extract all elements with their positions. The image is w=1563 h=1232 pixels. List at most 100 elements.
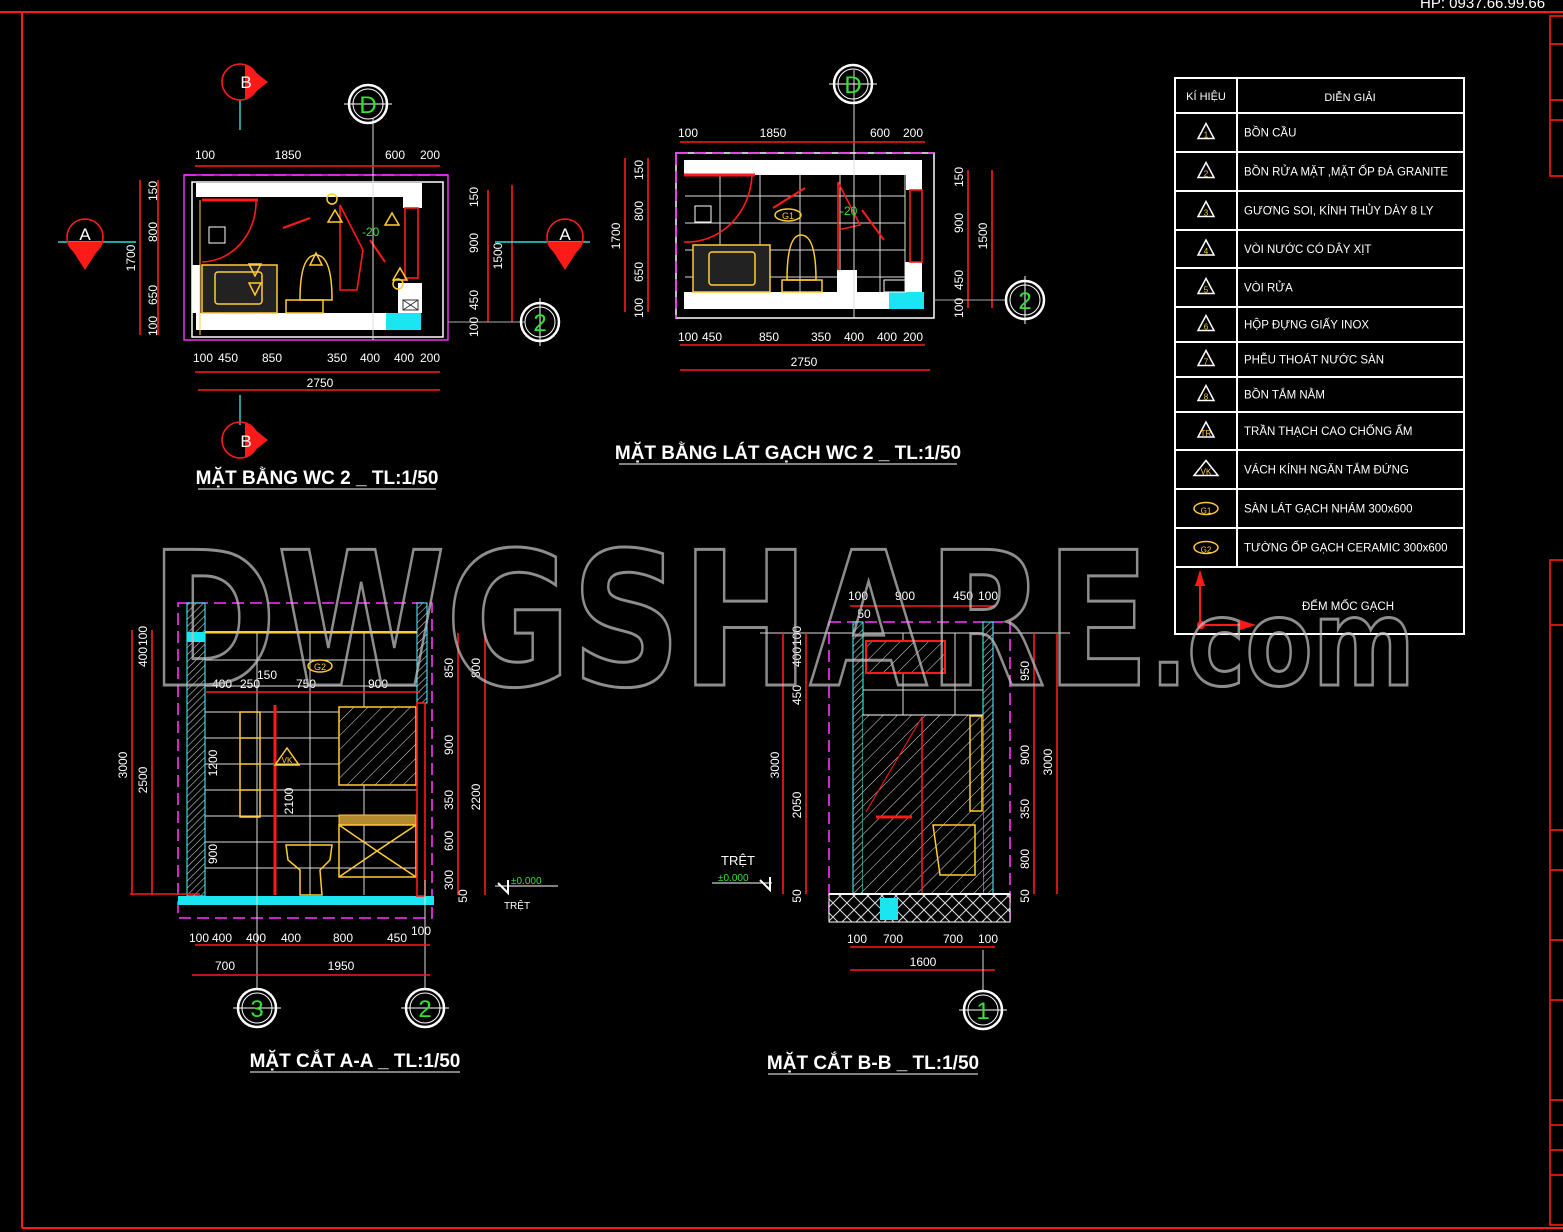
dimension-label: 150 (467, 187, 481, 207)
dimension-label: 450 (953, 589, 973, 603)
legend-description: BỒN CẦU (1244, 127, 1296, 140)
dimension-label: 750 (296, 677, 316, 691)
triangle-symbol-icon (1196, 383, 1216, 402)
tile-symbol-icon (1193, 501, 1219, 516)
dimension-label: 400 (360, 351, 380, 365)
dimension-label: 800 (1018, 849, 1032, 869)
svg-text:TRỆT: TRỆT (504, 899, 530, 912)
dimension-total: 700 (215, 959, 235, 973)
dimension-label: 1200 (206, 749, 220, 776)
legend-origin-label: ĐỂM MỐC GẠCH (1302, 599, 1394, 613)
section-aa-dimensions: 3000 2500 400 100 400 250 150 750 900 12… (116, 626, 486, 976)
svg-text:D: D (844, 72, 861, 99)
dimension-label: 600 (385, 148, 405, 162)
grid-bubble-d: D (344, 83, 392, 125)
tile-symbol-icon (1193, 540, 1219, 555)
legend-symbol-label: 2 (1204, 170, 1209, 179)
dimension-total: 1950 (328, 959, 355, 973)
dimension-label: 400 (212, 677, 232, 691)
dimension-label: 1850 (760, 126, 787, 140)
dimension-label: 400 (790, 647, 804, 667)
tile-plan-title: MẶT BẰNG LÁT GẠCH WC 2 _ TL:1/50 (615, 442, 961, 464)
dimension-label: 850 (759, 330, 779, 344)
dimension-label: 900 (952, 213, 966, 233)
legend-description: TRẦN THẠCH CAO CHỐNG ẨM (1244, 424, 1412, 438)
legend-description: HỘP ĐỰNG GIẤY INOX (1244, 319, 1369, 332)
dimension-label: 650 (632, 262, 646, 282)
dimension-label: 400 (844, 330, 864, 344)
dimension-label: 800 (146, 222, 160, 242)
dimension-label: 50 (857, 607, 871, 621)
triangle-symbol-icon (1196, 420, 1216, 438)
dimension-label: 100 (189, 931, 209, 945)
drawing-frame (0, 11, 1563, 1229)
dimension-label: 900 (467, 233, 481, 253)
svg-text:TRỆT: TRỆT (721, 853, 755, 868)
legend-row: 3 GƯƠNG SOI, KÍNH THỦY DÀY 8 LY (1175, 199, 1464, 231)
section-aa-title: MẶT CẮT A-A _ TL:1/50 (250, 1050, 461, 1072)
legend-description: TƯỜNG ỐP GẠCH CERAMIC 300x600 (1244, 541, 1448, 555)
svg-text:2: 2 (533, 310, 546, 337)
dimension-label: 100 (848, 589, 868, 603)
section-marker-b-bottom: B (221, 395, 268, 459)
dimension-label: 900 (368, 677, 388, 691)
dimension-total: 1700 (609, 222, 623, 249)
dimension-label: 800 (333, 931, 353, 945)
svg-text:2: 2 (1018, 288, 1031, 315)
plan-wc2-dimensions: 100 1850 600 200 100 450 850 350 400 400… (124, 148, 525, 391)
svg-text:±0.000: ±0.000 (511, 876, 542, 887)
phone-number: HP: 0937.66.99.66 (1420, 0, 1545, 12)
svg-text:2: 2 (418, 996, 431, 1023)
dimension-label: 800 (469, 658, 483, 678)
tile-tag: G1 (782, 211, 794, 221)
legend-description: GƯƠNG SOI, KÍNH THỦY DÀY 8 LY (1244, 205, 1434, 218)
triangle-symbol-icon (1192, 459, 1220, 477)
legend-symbol-label: 8 (1204, 393, 1209, 402)
section-bb-title: MẶT CẮT B-B _ TL:1/50 (767, 1052, 979, 1074)
dimension-label: 100 (790, 626, 804, 646)
svg-text:3: 3 (250, 996, 263, 1023)
dimension-label: 950 (1018, 661, 1032, 681)
dimension-label: 450 (218, 351, 238, 365)
toilet-bowl (299, 254, 333, 301)
dimension-label: 50 (456, 889, 470, 903)
dimension-total: 3000 (116, 751, 130, 778)
dimension-label: 400 (212, 931, 232, 945)
dimension-label: 100 (193, 351, 213, 365)
triangle-symbol-icon (1196, 276, 1216, 295)
dimension-label: 850 (262, 351, 282, 365)
legend-symbol-label: 3 (1204, 209, 1209, 218)
legend-symbol-label: 5 (1204, 286, 1209, 295)
glass-partition-tag: VK (282, 756, 293, 765)
section-aa: G2 VK (177, 602, 434, 990)
dimension-total: 1700 (124, 244, 138, 271)
dimension-label: 400 (246, 931, 266, 945)
tile-plan-dimensions: 100 1850 600 200 100 450 850 350 400 400… (609, 126, 1005, 371)
dimension-label: 900 (442, 735, 456, 755)
dimension-label: 100 (678, 126, 698, 140)
triangle-symbol-icon (1196, 121, 1216, 140)
dimension-total: 2750 (791, 355, 818, 369)
dimension-label: 900 (895, 589, 915, 603)
dimension-total: 1500 (976, 222, 990, 249)
svg-text:±0.000: ±0.000 (718, 873, 749, 884)
plan-wc2-title: MẶT BẰNG WC 2 _ TL:1/50 (196, 467, 439, 489)
level-marker-bb: TRỆT ±0.000 (712, 853, 772, 893)
svg-text:.com: .com (1150, 575, 1415, 714)
dimension-label: 900 (1018, 745, 1032, 765)
legend-symbol-label: 4 (1204, 247, 1209, 256)
legend-description: VÒI NƯỚC CÓ DÂY XỊT (1244, 243, 1371, 256)
legend-symbol-label: G1 (1201, 507, 1212, 516)
dimension-label: 200 (420, 351, 440, 365)
dimension-label: 800 (632, 201, 646, 221)
dimension-label: 700 (943, 932, 963, 946)
legend-description: VÒI RỬA (1244, 282, 1293, 295)
